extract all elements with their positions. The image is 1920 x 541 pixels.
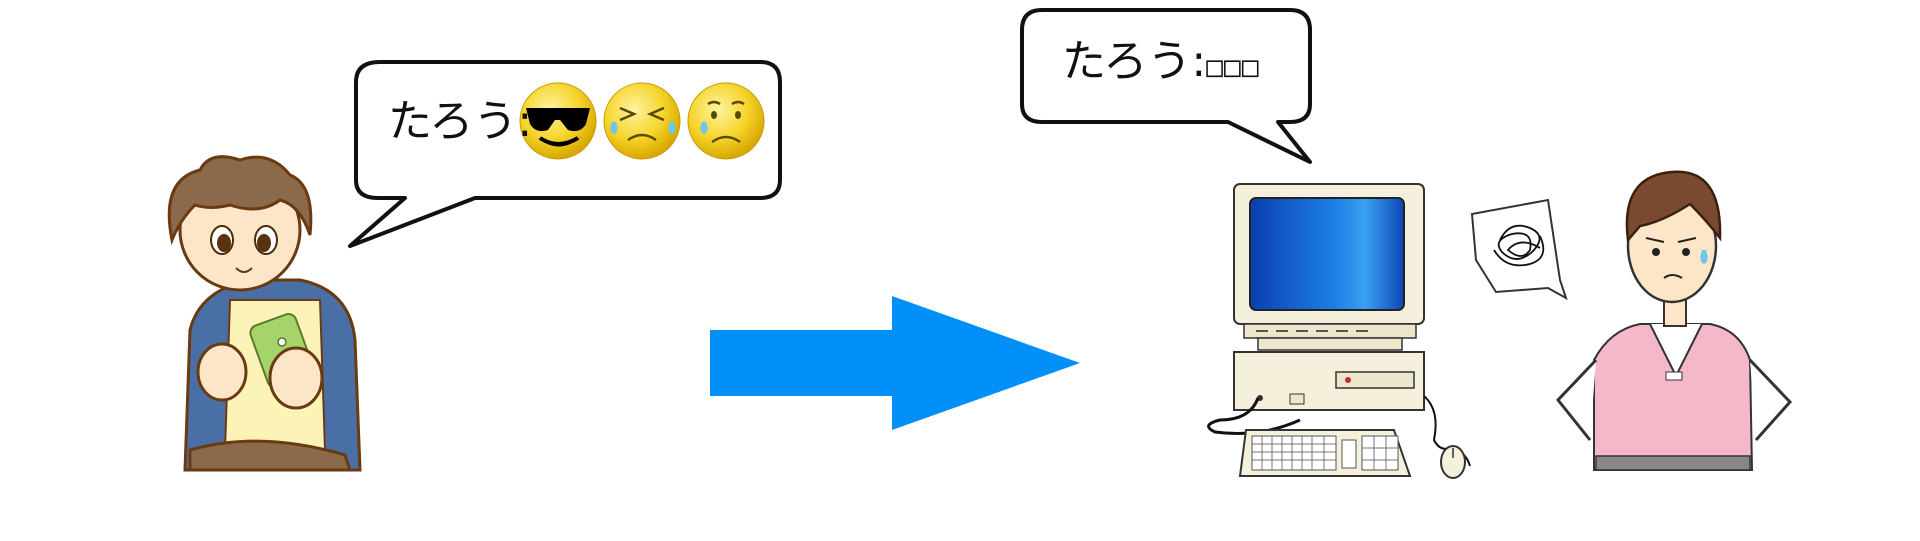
confused-woman-illustration xyxy=(1556,170,1793,471)
desktop-computer-illustration xyxy=(1207,183,1471,479)
blue-arrow xyxy=(710,296,1080,430)
tearful-squint-emoji xyxy=(603,82,681,160)
confused-thought-bubble xyxy=(1470,198,1568,301)
boy-with-smartphone-illustration xyxy=(167,155,362,472)
right-speaker-label: たろう: xyxy=(1062,36,1207,87)
sad-emoji xyxy=(687,82,765,160)
left-speaker-label: たろう: xyxy=(388,96,533,147)
garbled-text: □□□ xyxy=(1206,50,1260,83)
right-speech-bubble xyxy=(1020,8,1312,164)
right-bubble-text: たろう:□□□ xyxy=(1062,40,1260,84)
sunglasses-emoji xyxy=(519,82,597,160)
left-bubble-text: たろう: xyxy=(388,100,532,144)
